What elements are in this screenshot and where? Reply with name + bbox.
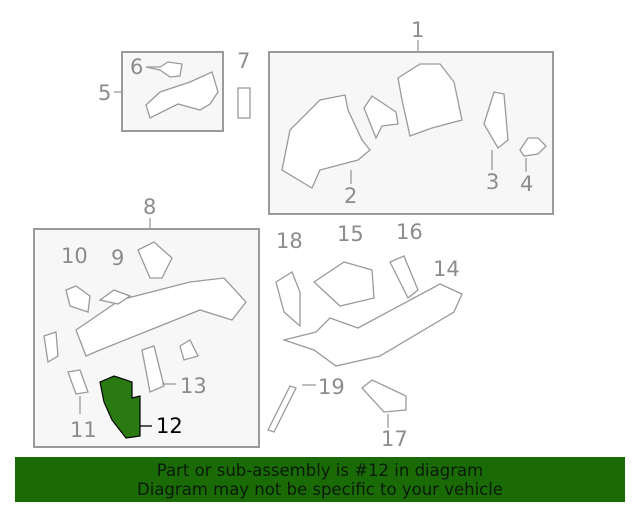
callout-6[interactable]: 6 bbox=[130, 55, 144, 79]
notice-banner: Part or sub-assembly is #12 in diagram D… bbox=[15, 457, 625, 502]
callout-7[interactable]: 7 bbox=[237, 49, 251, 73]
callout-14[interactable]: 14 bbox=[433, 257, 460, 281]
callout-11[interactable]: 11 bbox=[70, 418, 97, 442]
banner-line-1: Part or sub-assembly is #12 in diagram bbox=[156, 461, 484, 480]
callout-9[interactable]: 9 bbox=[111, 246, 125, 270]
callout-19[interactable]: 19 bbox=[318, 375, 345, 399]
parts-drawing bbox=[43, 40, 547, 439]
callout-5[interactable]: 5 bbox=[98, 81, 112, 105]
callout-4[interactable]: 4 bbox=[520, 172, 534, 196]
callout-15[interactable]: 15 bbox=[337, 222, 364, 246]
callout-2[interactable]: 2 bbox=[344, 184, 358, 208]
callout-3[interactable]: 3 bbox=[486, 170, 500, 194]
callout-10[interactable]: 10 bbox=[61, 244, 88, 268]
callout-18[interactable]: 18 bbox=[276, 229, 303, 253]
callout-12[interactable]: 12 bbox=[156, 414, 183, 438]
callout-13[interactable]: 13 bbox=[180, 374, 207, 398]
banner-line-2: Diagram may not be specific to your vehi… bbox=[137, 480, 503, 499]
callout-1[interactable]: 1 bbox=[411, 18, 425, 42]
callout-16[interactable]: 16 bbox=[396, 220, 423, 244]
highlighted-part-12 bbox=[99, 375, 141, 439]
callout-17[interactable]: 17 bbox=[381, 427, 408, 451]
callout-8[interactable]: 8 bbox=[143, 195, 157, 219]
